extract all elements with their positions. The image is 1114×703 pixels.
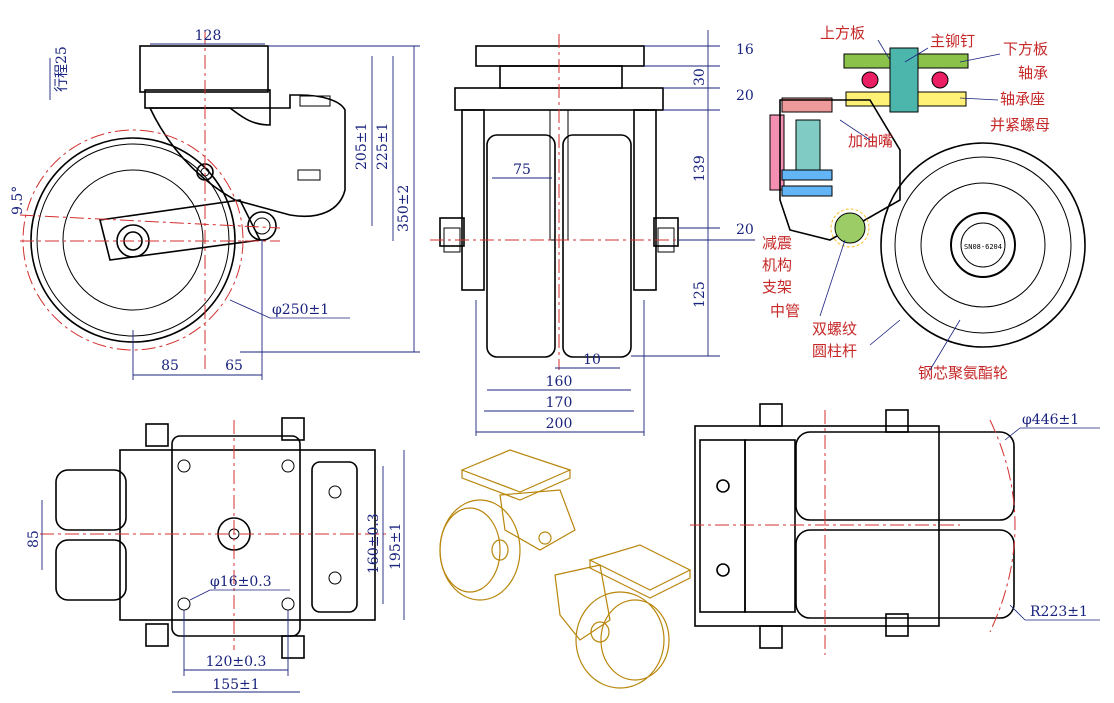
dim-205: 205±1 — [354, 123, 370, 170]
label-bracket: 支架 — [762, 278, 792, 296]
label-bearing: 轴承 — [1018, 64, 1048, 82]
fork-right — [633, 109, 657, 291]
dim-16: 16 — [736, 42, 754, 58]
angle-label: 9.5° — [10, 186, 26, 215]
dim-155: 155±1 — [212, 677, 259, 693]
label-middle-tube: 中管 — [770, 302, 800, 320]
dim-170: 170 — [546, 395, 573, 411]
bottom-wheel-bottom — [795, 529, 1015, 619]
dim-hole: φ16±0.3 — [210, 574, 272, 590]
top-plate — [139, 45, 269, 93]
dim-20a: 20 — [736, 88, 754, 104]
isometric-views — [439, 449, 692, 689]
label-bearing-seat: 轴承座 — [1000, 90, 1045, 108]
side-view: 128 行程25 9.5° 205±1 225±1 350±2 φ250±1 8… — [10, 28, 420, 380]
dim-139: 139 — [692, 155, 708, 182]
dim-195: 195±1 — [388, 523, 404, 570]
label-shock-1: 减震 — [762, 234, 792, 252]
hub-bearing — [950, 212, 1016, 278]
bottom-wheel-top — [795, 431, 1015, 521]
bracket-outline — [148, 94, 346, 217]
nut-left — [439, 217, 465, 247]
label-lock-nut: 并紧螺母 — [990, 116, 1050, 134]
label-thread-2: 圆柱杆 — [812, 342, 857, 360]
dim-120: 120±0.3 — [206, 654, 267, 670]
slot — [297, 169, 321, 181]
plan-shock-housing — [311, 461, 358, 613]
plan-wheel-bottom — [55, 539, 127, 601]
label-wheel: 钢芯聚氨酯轮 — [918, 364, 1008, 382]
swing-arm — [99, 199, 262, 261]
wheel-outer — [30, 137, 236, 343]
iso-caster-2 — [554, 544, 692, 689]
iso-caster-1 — [439, 449, 576, 601]
dim-160-plan: 160±0.3 — [366, 513, 382, 574]
nut-right — [653, 217, 679, 247]
main-rivet-section — [889, 47, 919, 113]
dim-20b: 20 — [736, 222, 754, 238]
stroke-label: 行程25 — [54, 46, 70, 92]
section-bracket — [779, 99, 901, 241]
dim-85-plan: 85 — [26, 530, 42, 548]
shock-mechanism — [795, 119, 821, 175]
section-view: SN08-6204 上方板 主铆钉 下方板 轴承 轴承座 并紧螺母 加油嘴 减震… — [762, 24, 1086, 382]
label-main-rivet: 主铆钉 — [930, 32, 975, 50]
plan-wheel-top — [55, 469, 127, 531]
swivel-circle — [22, 129, 244, 351]
bottom-view: φ446±1 R223±1 — [690, 403, 1100, 655]
dim-75: 75 — [513, 162, 531, 178]
dim-200: 200 — [546, 416, 573, 432]
dim-top-width: 128 — [195, 28, 222, 44]
nut-block — [299, 95, 331, 107]
dim-125: 125 — [692, 281, 708, 308]
dim-radius: R223±1 — [1030, 604, 1088, 620]
dim-10: 10 — [583, 352, 601, 368]
dim-wheel-diameter: φ250±1 — [272, 302, 329, 318]
dim-225: 225±1 — [375, 123, 391, 170]
fork-left — [461, 109, 485, 291]
front-wheel-right — [562, 134, 632, 358]
plan-view: 85 160±0.3 195±1 φ16±0.3 120±0.3 155±1 — [26, 417, 405, 693]
front-view: 16 30 20 139 20 125 75 10 160 170 200 — [430, 30, 755, 436]
dim-30: 30 — [692, 68, 708, 86]
hub-text: SN08-6204 — [964, 243, 1002, 251]
dim-65: 65 — [225, 358, 243, 374]
label-top-plate: 上方板 — [820, 24, 865, 42]
dim-350: 350±2 — [396, 185, 412, 232]
label-shock-2: 机构 — [762, 256, 792, 274]
label-bottom-plate: 下方板 — [1003, 40, 1048, 58]
dim-160: 160 — [546, 374, 573, 390]
swing-arc — [989, 419, 1016, 633]
label-grease-nipple: 加油嘴 — [848, 132, 893, 150]
label-thread-1: 双螺纹 — [812, 320, 857, 338]
front-wheel-left — [486, 134, 556, 358]
dim-swing-diameter: φ446±1 — [1022, 412, 1079, 428]
section-wheel — [880, 142, 1086, 348]
middle-tube — [834, 212, 866, 244]
plan-fork — [119, 449, 376, 621]
dim-85: 85 — [161, 358, 179, 374]
front-top-plate — [475, 45, 645, 67]
plan-top-plate — [171, 435, 301, 637]
bottom-frame — [694, 425, 940, 627]
